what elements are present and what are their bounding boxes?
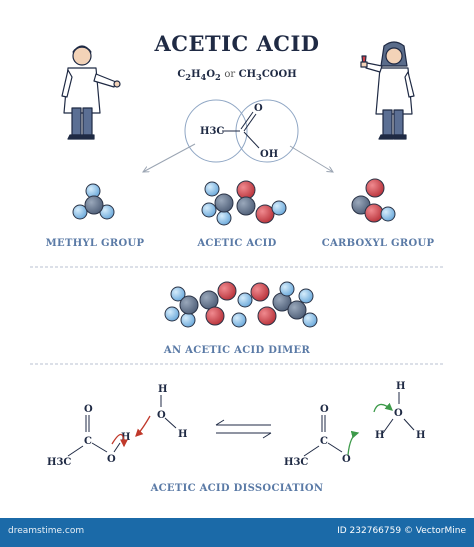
watermark-text: dreamstime.com <box>8 526 85 536</box>
formula-ch3cooh: CH3COOH <box>238 69 297 82</box>
carboxyl-group-molecule <box>351 178 396 223</box>
methyl-group-label: METHYL GROUP <box>45 238 145 249</box>
carboxyl-group-label: CARBOXYL GROUP <box>321 238 435 249</box>
scientist-left-illustration <box>61 45 121 140</box>
image-id-text: ID 232766759 © VectorMine <box>337 526 466 536</box>
acetic-acid-dimer-molecule <box>164 281 318 328</box>
equilibrium-arrows <box>215 419 272 439</box>
page-title: ACETIC ACID <box>154 31 320 56</box>
reaction-left-acid: O C H3C O H <box>47 404 151 468</box>
arrow-to-methyl <box>143 143 196 172</box>
o-text: O <box>254 103 263 114</box>
acetic-acid-molecule <box>201 180 287 226</box>
stock-footer: dreamstime.com ID 232766759 © VectorMine <box>0 518 474 547</box>
green-curved-arrow-1 <box>347 430 360 456</box>
svg-text:O: O <box>84 404 93 415</box>
reaction-right-acetate: O C H3C O <box>284 404 360 468</box>
dimer-label: AN ACETIC ACID DIMER <box>163 345 311 356</box>
arrow-to-carboxyl <box>289 145 333 172</box>
svg-text:H: H <box>158 384 167 395</box>
svg-text:H: H <box>416 430 425 441</box>
oh-text: OH <box>260 149 278 160</box>
svg-text:O: O <box>107 454 116 465</box>
formula-or: or <box>224 69 236 80</box>
chemical-formula: C2H4O2 or CH3COOH <box>0 69 474 82</box>
red-curved-arrow-2 <box>135 415 151 437</box>
methyl-group-molecule <box>72 183 115 220</box>
acetic-acid-label: ACETIC ACID <box>197 238 277 249</box>
structural-formula: H3C O OH <box>184 99 299 163</box>
svg-text:C: C <box>320 436 328 447</box>
svg-text:O: O <box>320 404 329 415</box>
formula-c2h4o2: C2H4O2 <box>177 69 221 82</box>
red-curved-arrow-1 <box>111 433 128 448</box>
svg-text:O: O <box>342 454 351 465</box>
svg-text:H: H <box>375 430 384 441</box>
h3c-text: H3C <box>200 126 224 137</box>
green-curved-arrow-2 <box>373 402 393 413</box>
svg-text:H: H <box>396 381 405 392</box>
svg-text:O: O <box>394 408 403 419</box>
svg-text:H3C: H3C <box>47 457 71 468</box>
dissociation-label: ACETIC ACID DISSOCIATION <box>150 483 324 494</box>
reaction-left-water: H O H <box>157 384 187 440</box>
svg-text:C: C <box>84 436 92 447</box>
svg-text:H: H <box>178 429 187 440</box>
svg-text:H3C: H3C <box>284 457 308 468</box>
scientist-right-illustration <box>360 41 415 140</box>
svg-text:H: H <box>121 432 130 443</box>
methyl-circle <box>184 99 248 163</box>
svg-text:O: O <box>157 410 166 421</box>
reaction-right-hydronium: H H O H <box>373 381 425 441</box>
